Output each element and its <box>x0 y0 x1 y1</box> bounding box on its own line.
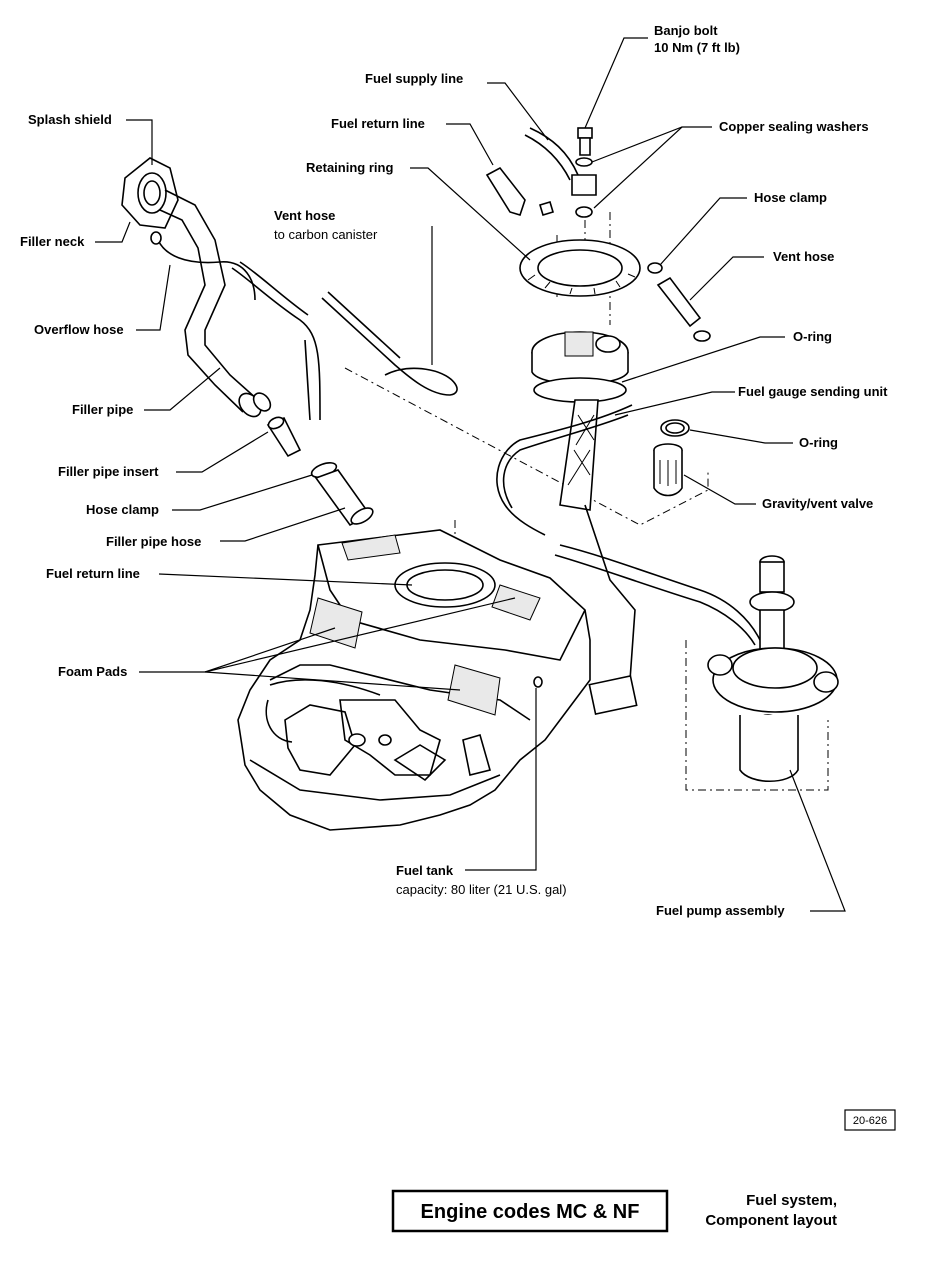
label-filler-neck: Filler neck <box>20 234 85 249</box>
section-title-line1: Fuel system, <box>746 1192 837 1209</box>
pump-lines-drawing <box>496 404 761 646</box>
label-splash-shield: Splash shield <box>28 112 112 127</box>
label-hose-clamp-left: Hose clamp <box>86 502 159 517</box>
splash-shield-drawing <box>121 157 179 229</box>
label-vent-hose-canister: Vent hose <box>274 208 335 223</box>
section-title-line2: Component layout <box>705 1212 837 1229</box>
label-filler-pipe-insert: Filler pipe insert <box>58 464 159 479</box>
label-overflow-hose: Overflow hose <box>34 322 124 337</box>
label-gravity-vent-valve: Gravity/vent valve <box>762 496 873 511</box>
filler-hose-drawing <box>310 462 374 527</box>
retaining-ring-drawing <box>519 239 641 297</box>
fuel-tank-drawing <box>237 529 591 831</box>
label-filler-pipe-hose: Filler pipe hose <box>106 534 201 549</box>
label-retaining-ring: Retaining ring <box>306 160 393 175</box>
labels: Banjo bolt 10 Nm (7 ft lb) Fuel supply l… <box>20 23 888 918</box>
label-o-ring-top: O-ring <box>793 329 832 344</box>
label-fuel-return-line-left: Fuel return line <box>46 566 140 581</box>
label-vent-hose-right: Vent hose <box>773 249 834 264</box>
vent-hose-canister-drawing <box>321 291 458 396</box>
label-banjo-torque: 10 Nm (7 ft lb) <box>654 40 740 55</box>
leader-lines <box>95 37 846 912</box>
filler-pipe-insert-drawing <box>266 416 302 458</box>
label-fuel-pump-assembly: Fuel pump assembly <box>656 903 785 918</box>
banjo-bolt-drawing <box>571 127 597 218</box>
sending-unit-drawing <box>531 331 638 715</box>
overflow-hose-drawing <box>150 231 321 421</box>
label-filler-pipe: Filler pipe <box>72 402 133 417</box>
label-fuel-tank: Fuel tank <box>396 863 454 878</box>
label-fuel-gauge-sending-unit: Fuel gauge sending unit <box>738 384 888 399</box>
label-fuel-tank-capacity: capacity: 80 liter (21 U.S. gal) <box>396 882 567 897</box>
label-vent-hose-canister-sub: to carbon canister <box>274 227 378 242</box>
figure-reference: 20-626 <box>844 1109 896 1131</box>
label-fuel-supply-line: Fuel supply line <box>365 71 463 86</box>
gravity-vent-valve-drawing <box>653 443 683 497</box>
filler-pipe-drawing <box>159 189 272 418</box>
figure-reference-number: 20-626 <box>853 1115 887 1127</box>
label-fuel-return-line-top: Fuel return line <box>331 116 425 131</box>
engine-codes-title: Engine codes MC & NF <box>421 1201 640 1223</box>
title-block: Engine codes MC & NF Fuel system, Compon… <box>391 1189 837 1233</box>
label-hose-clamp-right: Hose clamp <box>754 190 827 205</box>
right-hoses-drawing <box>647 262 711 437</box>
label-foam-pads: Foam Pads <box>58 664 127 679</box>
label-o-ring-bottom: O-ring <box>799 435 838 450</box>
fuel-lines-top-drawing <box>485 127 579 216</box>
label-banjo-bolt: Banjo bolt <box>654 23 718 38</box>
label-copper-sealing-washers: Copper sealing washers <box>719 119 869 134</box>
fuel-pump-drawing <box>707 555 839 782</box>
